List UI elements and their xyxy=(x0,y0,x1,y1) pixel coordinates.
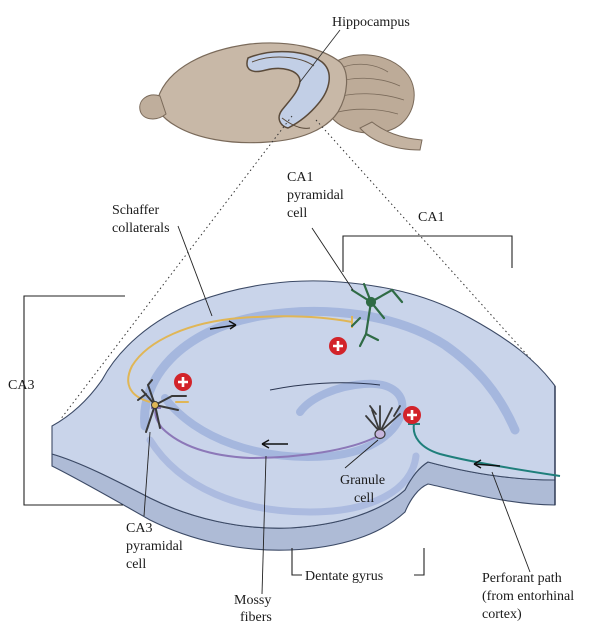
ca1-cell-label: CA1 pyramidal cell xyxy=(287,170,347,221)
schaffer-collaterals-label: Schaffer collaterals xyxy=(112,203,170,236)
synapse-marker-dentate xyxy=(403,406,421,424)
hippocampus-label: Hippocampus xyxy=(332,15,410,30)
mossy-fibers-label: Mossy fibers xyxy=(234,593,275,623)
perforant-path-label: Perforant path (from entorhinal cortex) xyxy=(482,571,578,622)
dentate-gyrus-label: Dentate gyrus xyxy=(305,569,383,584)
ca1-region-label: CA1 xyxy=(418,210,444,225)
hippocampal-slice xyxy=(52,281,555,550)
ca3-region-label: CA3 xyxy=(8,378,34,393)
brain-illustration xyxy=(140,30,422,150)
synapse-marker-ca1 xyxy=(329,337,347,355)
synapse-marker-ca3 xyxy=(174,373,192,391)
ca1-bracket xyxy=(343,236,512,272)
